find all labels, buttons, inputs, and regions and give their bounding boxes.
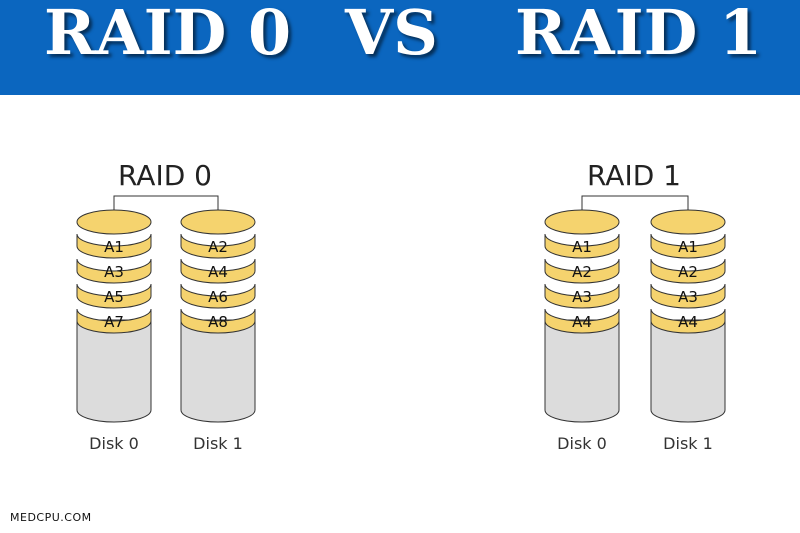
disk-cylinder-body [650, 319, 726, 423]
block-label: A2 [678, 263, 698, 281]
title-banner: RAID 0 VS RAID 1 [0, 0, 800, 95]
block-label: A4 [678, 313, 698, 331]
disk-top-cap [544, 209, 620, 235]
block-label: A5 [104, 288, 124, 306]
block-label: A1 [104, 238, 124, 256]
data-block-cylinder [76, 258, 152, 284]
data-block-cylinder [650, 233, 726, 259]
disk-label: Disk 1 [663, 434, 713, 453]
block-label: A4 [572, 313, 592, 331]
data-block-cylinder [76, 283, 152, 309]
data-block-cylinder [180, 258, 256, 284]
disk-cylinder-body [180, 319, 256, 423]
raid0-disk-1: A2 A4 A6 A8 Disk 1 [180, 209, 256, 453]
raid1-diagram: RAID 1 A1 A2 A3 A4 Disk 0 A1 A2 A3 A4 [544, 159, 726, 453]
raid0-disk-0: A1 A3 A5 A7 Disk 0 [76, 209, 152, 453]
disk-top-cap [76, 209, 152, 235]
data-block-cylinder [544, 233, 620, 259]
banner-title-raid1: RAID 1 [515, 0, 763, 69]
raid1-title: RAID 1 [587, 159, 681, 192]
raid0-title: RAID 0 [118, 159, 212, 192]
data-block-cylinder [544, 308, 620, 334]
data-block-cylinder [180, 233, 256, 259]
disk-top-cap [180, 209, 256, 235]
block-label: A4 [208, 263, 228, 281]
data-block-cylinder [650, 308, 726, 334]
data-block-cylinder [544, 258, 620, 284]
disk-label: Disk 1 [193, 434, 243, 453]
block-label: A3 [104, 263, 124, 281]
block-label: A6 [208, 288, 228, 306]
block-label: A2 [208, 238, 228, 256]
data-block-cylinder [544, 283, 620, 309]
data-block-cylinder [650, 258, 726, 284]
block-label: A1 [572, 238, 592, 256]
data-block-cylinder [180, 308, 256, 334]
data-block-cylinder [76, 308, 152, 334]
raid0-connector [113, 195, 219, 220]
data-block-cylinder [76, 233, 152, 259]
block-label: A8 [208, 313, 228, 331]
data-block-cylinder [650, 283, 726, 309]
block-label: A1 [678, 238, 698, 256]
raid1-connector [581, 195, 689, 220]
disk-label: Disk 0 [89, 434, 139, 453]
block-label: A7 [104, 313, 124, 331]
block-label: A3 [678, 288, 698, 306]
disk-label: Disk 0 [557, 434, 607, 453]
disk-cylinder-body [76, 319, 152, 423]
raid0-diagram: RAID 0 A1 A3 A5 A7 Disk 0 A2 A4 A6 A8 [76, 159, 256, 453]
raid1-disk-1: A1 A2 A3 A4 Disk 1 [650, 209, 726, 453]
banner-title-raid0: RAID 0 [44, 0, 292, 69]
disk-top-cap [650, 209, 726, 235]
data-block-cylinder [180, 283, 256, 309]
banner-title-vs: VS [345, 0, 438, 69]
disk-cylinder-body [544, 319, 620, 423]
block-label: A2 [572, 263, 592, 281]
raid-diagrams: RAID 0 A1 A3 A5 A7 Disk 0 A2 A4 A6 A8 [76, 159, 726, 453]
site-watermark: MEDCPU.COM [10, 511, 92, 524]
block-label: A3 [572, 288, 592, 306]
raid1-disk-0: A1 A2 A3 A4 Disk 0 [544, 209, 620, 453]
